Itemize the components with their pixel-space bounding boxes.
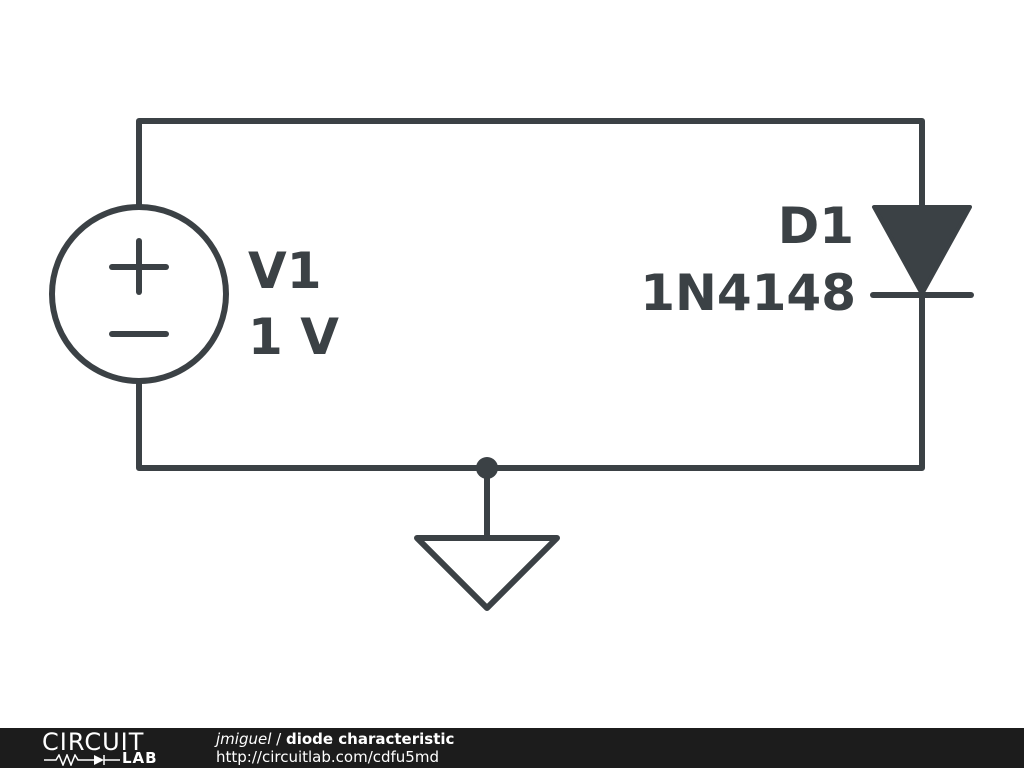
author-name[interactable]: jmiguel [216,730,272,748]
diode-name-label: D1 [778,197,854,255]
voltage-source-circle [49,204,229,384]
schematic-canvas: V1 1 V D1 1N4148 [49,118,974,611]
logo-wordmark-bottom: LAB [122,749,158,767]
junction-node [476,457,498,479]
ground-symbol[interactable] [414,535,560,611]
source-value-label: 1 V [248,308,339,366]
wire-bottom [136,292,925,471]
circuit-title: diode characteristic [285,730,455,748]
diode-triangle [872,205,972,296]
voltage-source-v1[interactable] [49,204,229,384]
wire-top [136,118,925,210]
source-name-label: V1 [248,242,322,300]
circuitlab-logo[interactable]: CIRCUIT LAB [42,730,182,766]
diode-part-label: 1N4148 [640,264,856,322]
diode-d1[interactable] [870,205,974,298]
credit-separator: / [271,730,286,748]
logo-resistor-diode-icon [44,754,120,766]
circuit-url-link[interactable]: http://circuitlab.com/cdfu5md [216,748,439,766]
footer-bar: CIRCUIT LAB jmiguel / diode characterist… [0,728,1024,768]
credit-text: jmiguel / diode characteristic http://ci… [216,730,454,766]
logo-wordmark-top: CIRCUIT [42,728,145,756]
wires [136,118,925,540]
